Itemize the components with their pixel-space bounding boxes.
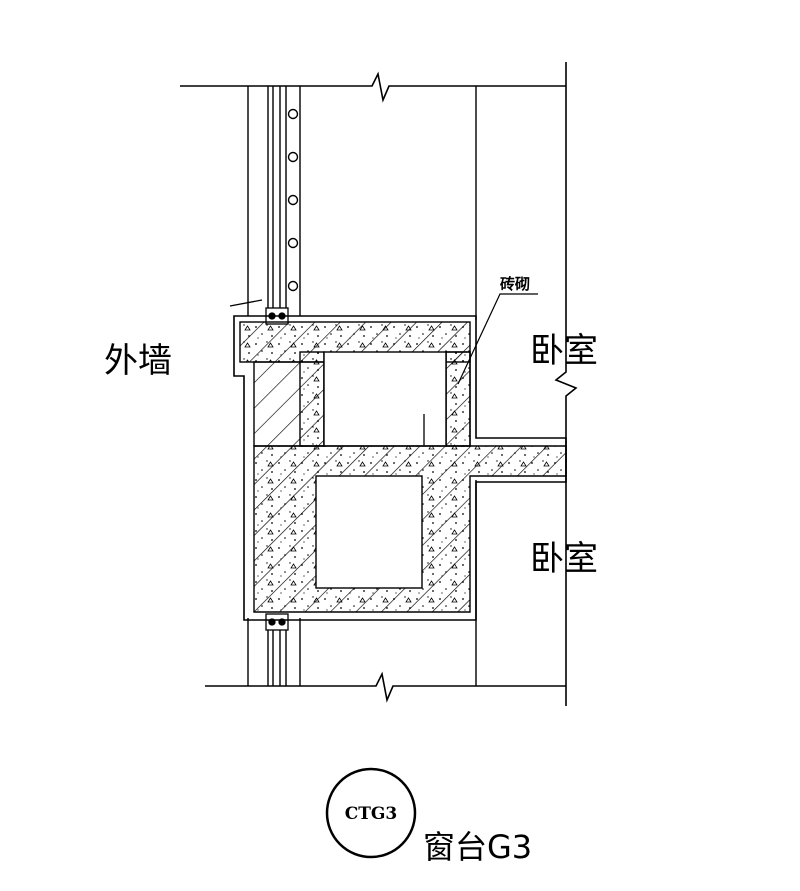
bedroom-upper-label: 卧室 — [530, 331, 598, 371]
brick-masonry-label: 砖砌 — [500, 275, 530, 293]
upper-window-frame — [247, 86, 477, 320]
concrete-beam-block — [253, 445, 567, 613]
finish-outline — [233, 315, 567, 621]
detail-badge-text: CTG3 — [345, 804, 398, 824]
brick-leader-line — [457, 293, 538, 385]
detail-badge-circle — [325, 767, 417, 859]
bedroom-lower-label: 卧室 — [530, 539, 598, 579]
upper-opening — [323, 351, 447, 447]
exterior-wall-label: 外墙 — [104, 341, 172, 381]
right-wall-line — [554, 62, 578, 706]
top-slab-line — [180, 71, 566, 103]
window-hole-circles — [287, 108, 299, 292]
bottom-slab-line — [205, 671, 566, 703]
lower-frame-joint — [265, 613, 289, 631]
detail-caption: 窗台G3 — [423, 828, 532, 866]
